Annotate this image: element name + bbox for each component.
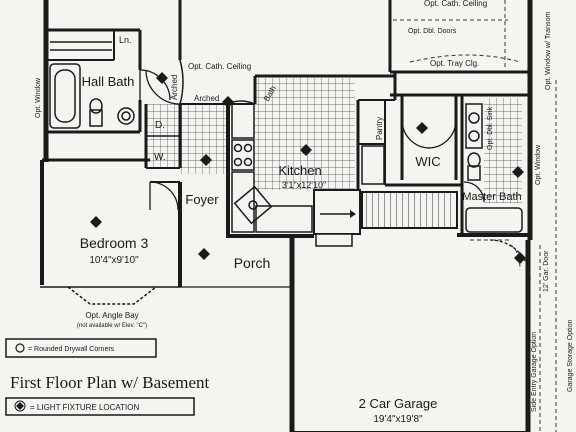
hall-bath-label-text: Hall Bath xyxy=(82,74,135,89)
note-angle-bay-elev: (not available w/ Elev. "C") xyxy=(77,323,147,329)
note-opt-tray-clg: Opt. Tray Clg. xyxy=(430,59,479,68)
note-arched-2: Arched xyxy=(194,94,219,103)
light-fixture-icon xyxy=(16,402,24,410)
doors xyxy=(139,69,531,281)
note-cath-ceiling-top: Opt. Cath. Ceiling xyxy=(424,0,487,8)
master-bath-label: Master Bath xyxy=(462,191,521,203)
garage-dims: 19'4"x19'8" xyxy=(373,414,423,425)
note-arched: Arched xyxy=(170,75,179,100)
plan-title: First Floor Plan w/ Basement xyxy=(10,373,210,392)
note-opt-dbl-doors-text: Opt. Dbl. Doors xyxy=(408,28,457,35)
note-garage-door: 12' Gar. Door xyxy=(543,250,550,292)
bedroom3-label: Bedroom 3 xyxy=(80,235,149,251)
kitchen-floor xyxy=(255,78,355,190)
option-lines xyxy=(393,0,557,432)
legend-light-fixture: = LIGHT FIXTURE LOCATION xyxy=(30,403,140,412)
legend-rounded-corners: = Rounded Drywall Corners xyxy=(28,346,115,353)
note-opt-dbl-doors: Opt. Dbl. Doors xyxy=(408,28,457,35)
rounded-corner-icon xyxy=(15,343,25,353)
garage-label: 2 Car Garage xyxy=(359,396,438,411)
note-opt-window-left: Opt. Window xyxy=(35,77,42,118)
refrigerator xyxy=(361,145,385,185)
bedroom3-dims: 10'4"x9'10" xyxy=(89,255,139,266)
note-side-entry-garage: Side Entry Garage Option xyxy=(531,332,538,412)
stair-landing xyxy=(313,189,361,235)
light-fixtures xyxy=(90,72,526,264)
range xyxy=(231,139,255,171)
note-opt-window-right: Opt. Window xyxy=(535,144,542,185)
kitchen-sink xyxy=(233,185,273,225)
master-bath-floor xyxy=(484,98,522,203)
fixtures xyxy=(49,41,523,305)
bathtub xyxy=(49,63,81,129)
porch-steps xyxy=(315,233,353,247)
dryer-label: D. xyxy=(155,120,165,131)
walls xyxy=(40,0,533,432)
note-cath-ceiling: Opt. Cath. Ceiling xyxy=(188,62,251,71)
pantry-label: Pantry xyxy=(375,117,384,140)
foyer-label: Foyer xyxy=(185,192,219,207)
hall-bath-sink xyxy=(117,107,135,125)
linen-label: Ln. xyxy=(119,35,132,45)
washer-label: W. xyxy=(154,152,166,163)
wic-label: WIC xyxy=(415,154,440,169)
kitchen-label: Kitchen xyxy=(278,163,321,178)
legend-rounded-corners-box xyxy=(5,338,157,358)
stairs xyxy=(361,191,458,229)
porch-label: Porch xyxy=(234,255,271,271)
hall-bath-label: Hall Bath xyxy=(82,74,135,89)
kitchen-dims: 3'1"x12'10" xyxy=(282,180,326,190)
note-garage-storage: Garage Storage Option xyxy=(567,320,574,392)
note-opt-window-transom: Opt. Window w/ Transom xyxy=(545,12,552,90)
note-opt-angle-bay: Opt. Angle Bay xyxy=(85,311,138,320)
legend-light-fixture-box xyxy=(5,397,195,416)
note-opt-dbl-sink: Opt. Dbl. Sink xyxy=(487,106,494,150)
